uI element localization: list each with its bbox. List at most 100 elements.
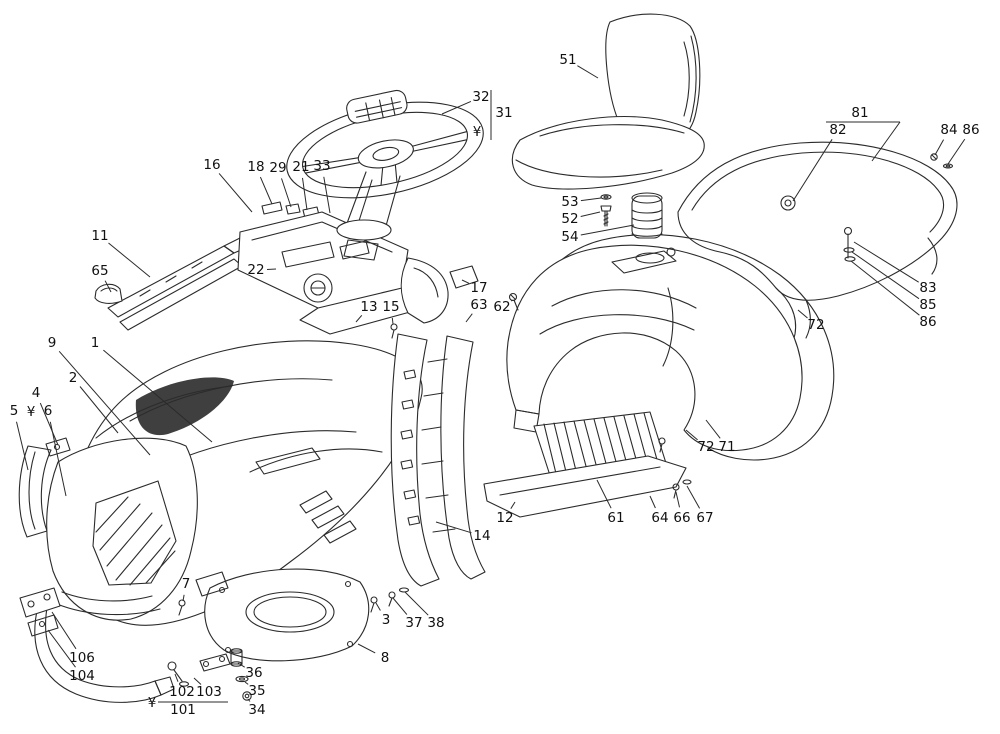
callout-31: 31 — [495, 105, 512, 121]
bracket-81-leader — [871, 121, 901, 162]
callout-2: 2 — [69, 370, 78, 386]
callout-38: 38 — [427, 615, 444, 631]
panel-bracket — [195, 571, 229, 597]
leader-line-106 — [51, 611, 77, 650]
leader-line-38 — [404, 591, 429, 616]
leader-line-3 — [375, 602, 381, 611]
callout-51: 51 — [559, 52, 576, 68]
callout-9: 9 — [48, 335, 57, 351]
callout-36: 36 — [245, 665, 262, 681]
hood-vent — [323, 520, 357, 544]
leader-line-16 — [218, 173, 253, 213]
link-plate — [199, 653, 231, 672]
leader-line-17 — [461, 279, 470, 284]
callout-11: 11 — [91, 228, 108, 244]
callout-13: 13 — [360, 299, 377, 315]
cover-grommet — [780, 195, 796, 211]
leader-line-54 — [580, 224, 635, 236]
leader-line-11 — [108, 242, 151, 278]
support-rail — [94, 237, 249, 331]
callout-18: 18 — [247, 159, 264, 175]
hood-vent — [311, 505, 345, 529]
callout-72: 72 — [697, 439, 714, 455]
hood-vent — [299, 490, 333, 514]
callout-83: 83 — [919, 280, 936, 296]
callout-17: 17 — [470, 280, 487, 296]
fasteners — [370, 153, 954, 613]
leader-line-36 — [237, 662, 245, 668]
leader-line-37 — [392, 597, 408, 615]
callout-29: 29 — [269, 160, 286, 176]
callout-34: 34 — [248, 702, 265, 718]
leader-line-2 — [79, 386, 119, 434]
leader-line-65 — [104, 280, 112, 293]
lower-front-panel — [178, 568, 370, 662]
leader-line-8 — [357, 643, 376, 654]
callout-67: 67 — [696, 510, 713, 526]
symbol-marks: ¥¥¥ — [27, 124, 482, 711]
seat-back — [605, 13, 701, 150]
leader-line-53 — [580, 197, 602, 202]
callout-85: 85 — [919, 297, 936, 313]
washer — [235, 675, 249, 683]
top-bracket — [449, 265, 479, 289]
callout-1: 1 — [91, 335, 100, 351]
leader-line-32 — [441, 100, 472, 115]
leader-line-12 — [510, 501, 516, 509]
leader-line-84 — [934, 139, 945, 156]
callout-52: 52 — [561, 211, 578, 227]
dashboard — [237, 201, 449, 339]
leader-line-9 — [58, 350, 151, 456]
leader-line-34 — [247, 698, 251, 702]
leader-line-66 — [675, 491, 680, 508]
callout-5: 5 — [10, 403, 19, 419]
seat-cushion — [511, 116, 705, 190]
leader-line-67 — [686, 485, 701, 509]
currency-symbol: ¥ — [473, 124, 482, 140]
callout-35: 35 — [248, 683, 265, 699]
callout-101: 101 — [170, 702, 196, 718]
callout-7: 7 — [182, 576, 191, 592]
callout-32: 32 — [472, 89, 489, 105]
leader-line-85 — [851, 251, 920, 300]
callout-37: 37 — [405, 615, 422, 631]
leader-line-71 — [705, 419, 721, 439]
callout-86: 86 — [962, 122, 979, 138]
callout-81: 81 — [851, 105, 868, 121]
callout-71: 71 — [718, 439, 735, 455]
leader-line-102 — [174, 673, 179, 682]
footboard-strip — [483, 455, 687, 518]
callout-53: 53 — [561, 194, 578, 210]
callout-86: 86 — [919, 314, 936, 330]
leader-line-51 — [577, 65, 599, 79]
callout-6: 6 — [44, 403, 53, 419]
leader-lines — [16, 65, 966, 702]
leader-line-22 — [266, 268, 277, 270]
callout-16: 16 — [203, 157, 220, 173]
callout-64: 64 — [651, 510, 668, 526]
leader-line-1 — [103, 349, 213, 443]
callout-33: 33 — [313, 158, 330, 174]
small-bracket — [45, 437, 71, 457]
callout-104: 104 — [69, 668, 95, 684]
callout-group-lines — [158, 90, 901, 703]
callout-106: 106 — [69, 650, 95, 666]
callout-22: 22 — [247, 262, 264, 278]
leader-line-86 — [947, 138, 966, 165]
rear-fender — [506, 234, 835, 461]
callout-15: 15 — [382, 299, 399, 315]
callout-102: 102 — [169, 684, 195, 700]
callout-63: 63 — [470, 297, 487, 313]
steering-wheel — [286, 89, 484, 199]
callout-62: 62 — [493, 299, 510, 315]
steering-bellows — [631, 192, 663, 239]
leader-line-33 — [323, 176, 331, 214]
callout-4: 4 — [32, 385, 41, 401]
leader-line-35 — [244, 681, 249, 685]
leader-line-14 — [435, 521, 472, 534]
leader-line-62 — [511, 299, 514, 302]
fender-outer-rim — [521, 234, 835, 461]
leader-line-83 — [853, 241, 919, 283]
